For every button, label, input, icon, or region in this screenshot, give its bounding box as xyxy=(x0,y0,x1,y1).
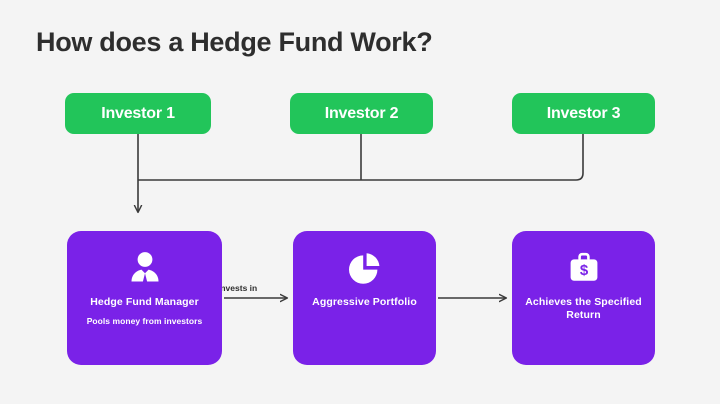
investor-label-1: Investor 1 xyxy=(101,104,175,122)
pie-chart-icon xyxy=(346,247,384,289)
stage-box-aggressive-portfolio[interactable]: Aggressive Portfolio xyxy=(293,231,436,365)
investor-box-2[interactable]: Investor 2 xyxy=(290,93,433,134)
investor-box-3[interactable]: Investor 3 xyxy=(512,93,655,134)
investor-label-2: Investor 2 xyxy=(324,104,399,122)
page-title: How does a Hedge Fund Work? xyxy=(36,27,433,57)
stage-sublabel-1: Pools money from investors xyxy=(86,316,203,326)
stage-box-achieves-return[interactable]: $ Achieves the Specified Return xyxy=(512,231,655,365)
svg-text:$: $ xyxy=(579,262,588,279)
stage-box-hedge-fund-manager[interactable]: Hedge Fund Manager Pools money from inve… xyxy=(67,231,222,365)
stage-label-3: Achieves the Specified Return xyxy=(525,296,642,321)
briefcase-dollar-icon: $ xyxy=(565,247,603,289)
investor-box-1[interactable]: Investor 1 xyxy=(65,93,211,134)
investor-label-3: Investor 3 xyxy=(546,104,621,122)
stage-label-1: Hedge Fund Manager xyxy=(90,296,199,308)
wire-investor3-to-bus xyxy=(575,134,584,181)
stage-label-2: Aggressive Portfolio xyxy=(312,296,417,308)
businessman-icon xyxy=(126,247,164,289)
connector-label-invests-in: Invests in xyxy=(218,283,258,293)
